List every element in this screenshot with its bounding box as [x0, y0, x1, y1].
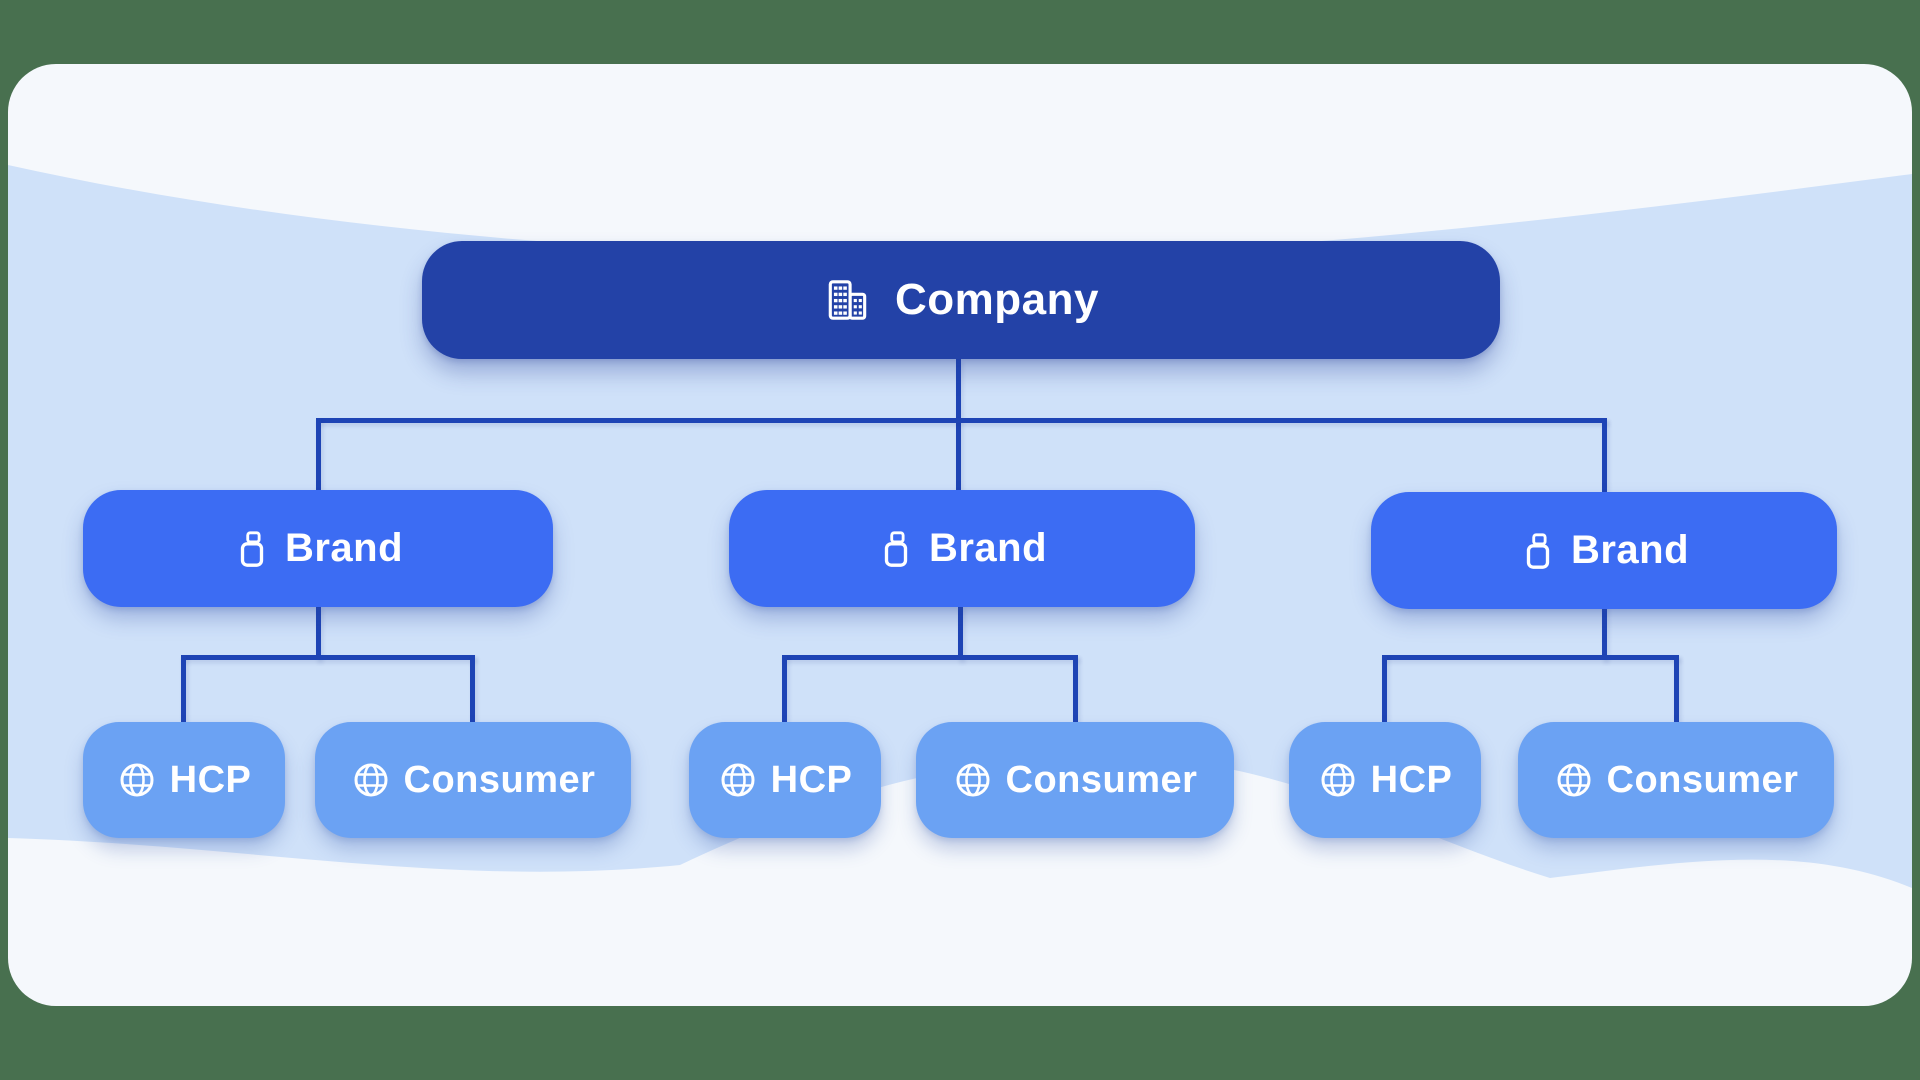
connector-brand2-rail	[782, 655, 1078, 660]
connector-brand3-trunk	[1602, 605, 1607, 660]
company-label: Company	[895, 275, 1099, 324]
connector-drop-hcp-3	[1382, 655, 1387, 725]
connector-company-trunk	[956, 359, 961, 490]
pill-bottle-icon	[240, 530, 264, 567]
connector-drop-consumer-2	[1073, 655, 1078, 725]
brand-node-3: Brand	[1371, 492, 1837, 609]
audience-label: Consumer	[1606, 758, 1799, 801]
brand-label: Brand	[928, 526, 1048, 570]
globe-icon	[721, 763, 755, 797]
company-node: Company	[422, 241, 1500, 359]
connector-drop-hcp-2	[782, 655, 787, 725]
brand-node-1: Brand	[83, 490, 553, 607]
globe-icon	[1557, 763, 1591, 797]
audience-label: HCP	[770, 758, 853, 801]
audience-label: HCP	[1370, 758, 1453, 801]
buildings-icon	[828, 280, 867, 320]
connector-drop-consumer-3	[1674, 655, 1679, 725]
audience-label: Consumer	[403, 758, 596, 801]
globe-icon	[354, 763, 388, 797]
pill-bottle-icon	[884, 530, 908, 567]
hcp-node-1: HCP	[83, 722, 285, 838]
globe-icon	[1321, 763, 1355, 797]
connector-top-rail	[316, 418, 1607, 423]
brand-node-2: Brand	[729, 490, 1195, 607]
brand-label: Brand	[284, 526, 404, 570]
consumer-node-3: Consumer	[1518, 722, 1834, 838]
brand-label: Brand	[1570, 528, 1690, 572]
connector-brand3-rail	[1382, 655, 1679, 660]
connector-brand2-trunk	[958, 605, 963, 660]
hcp-node-3: HCP	[1289, 722, 1481, 838]
audience-label: Consumer	[1005, 758, 1198, 801]
connector-drop-brand-1	[316, 418, 321, 490]
audience-label: HCP	[169, 758, 252, 801]
pill-bottle-icon	[1526, 532, 1550, 569]
hcp-node-2: HCP	[689, 722, 881, 838]
connector-brand1-trunk	[316, 605, 321, 660]
consumer-node-2: Consumer	[916, 722, 1234, 838]
globe-icon	[956, 763, 990, 797]
consumer-node-1: Consumer	[315, 722, 631, 838]
connector-brand1-rail	[181, 655, 475, 660]
connector-drop-consumer-1	[470, 655, 475, 725]
connector-drop-brand-3	[1602, 418, 1607, 492]
connector-drop-hcp-1	[181, 655, 186, 725]
globe-icon	[120, 763, 154, 797]
